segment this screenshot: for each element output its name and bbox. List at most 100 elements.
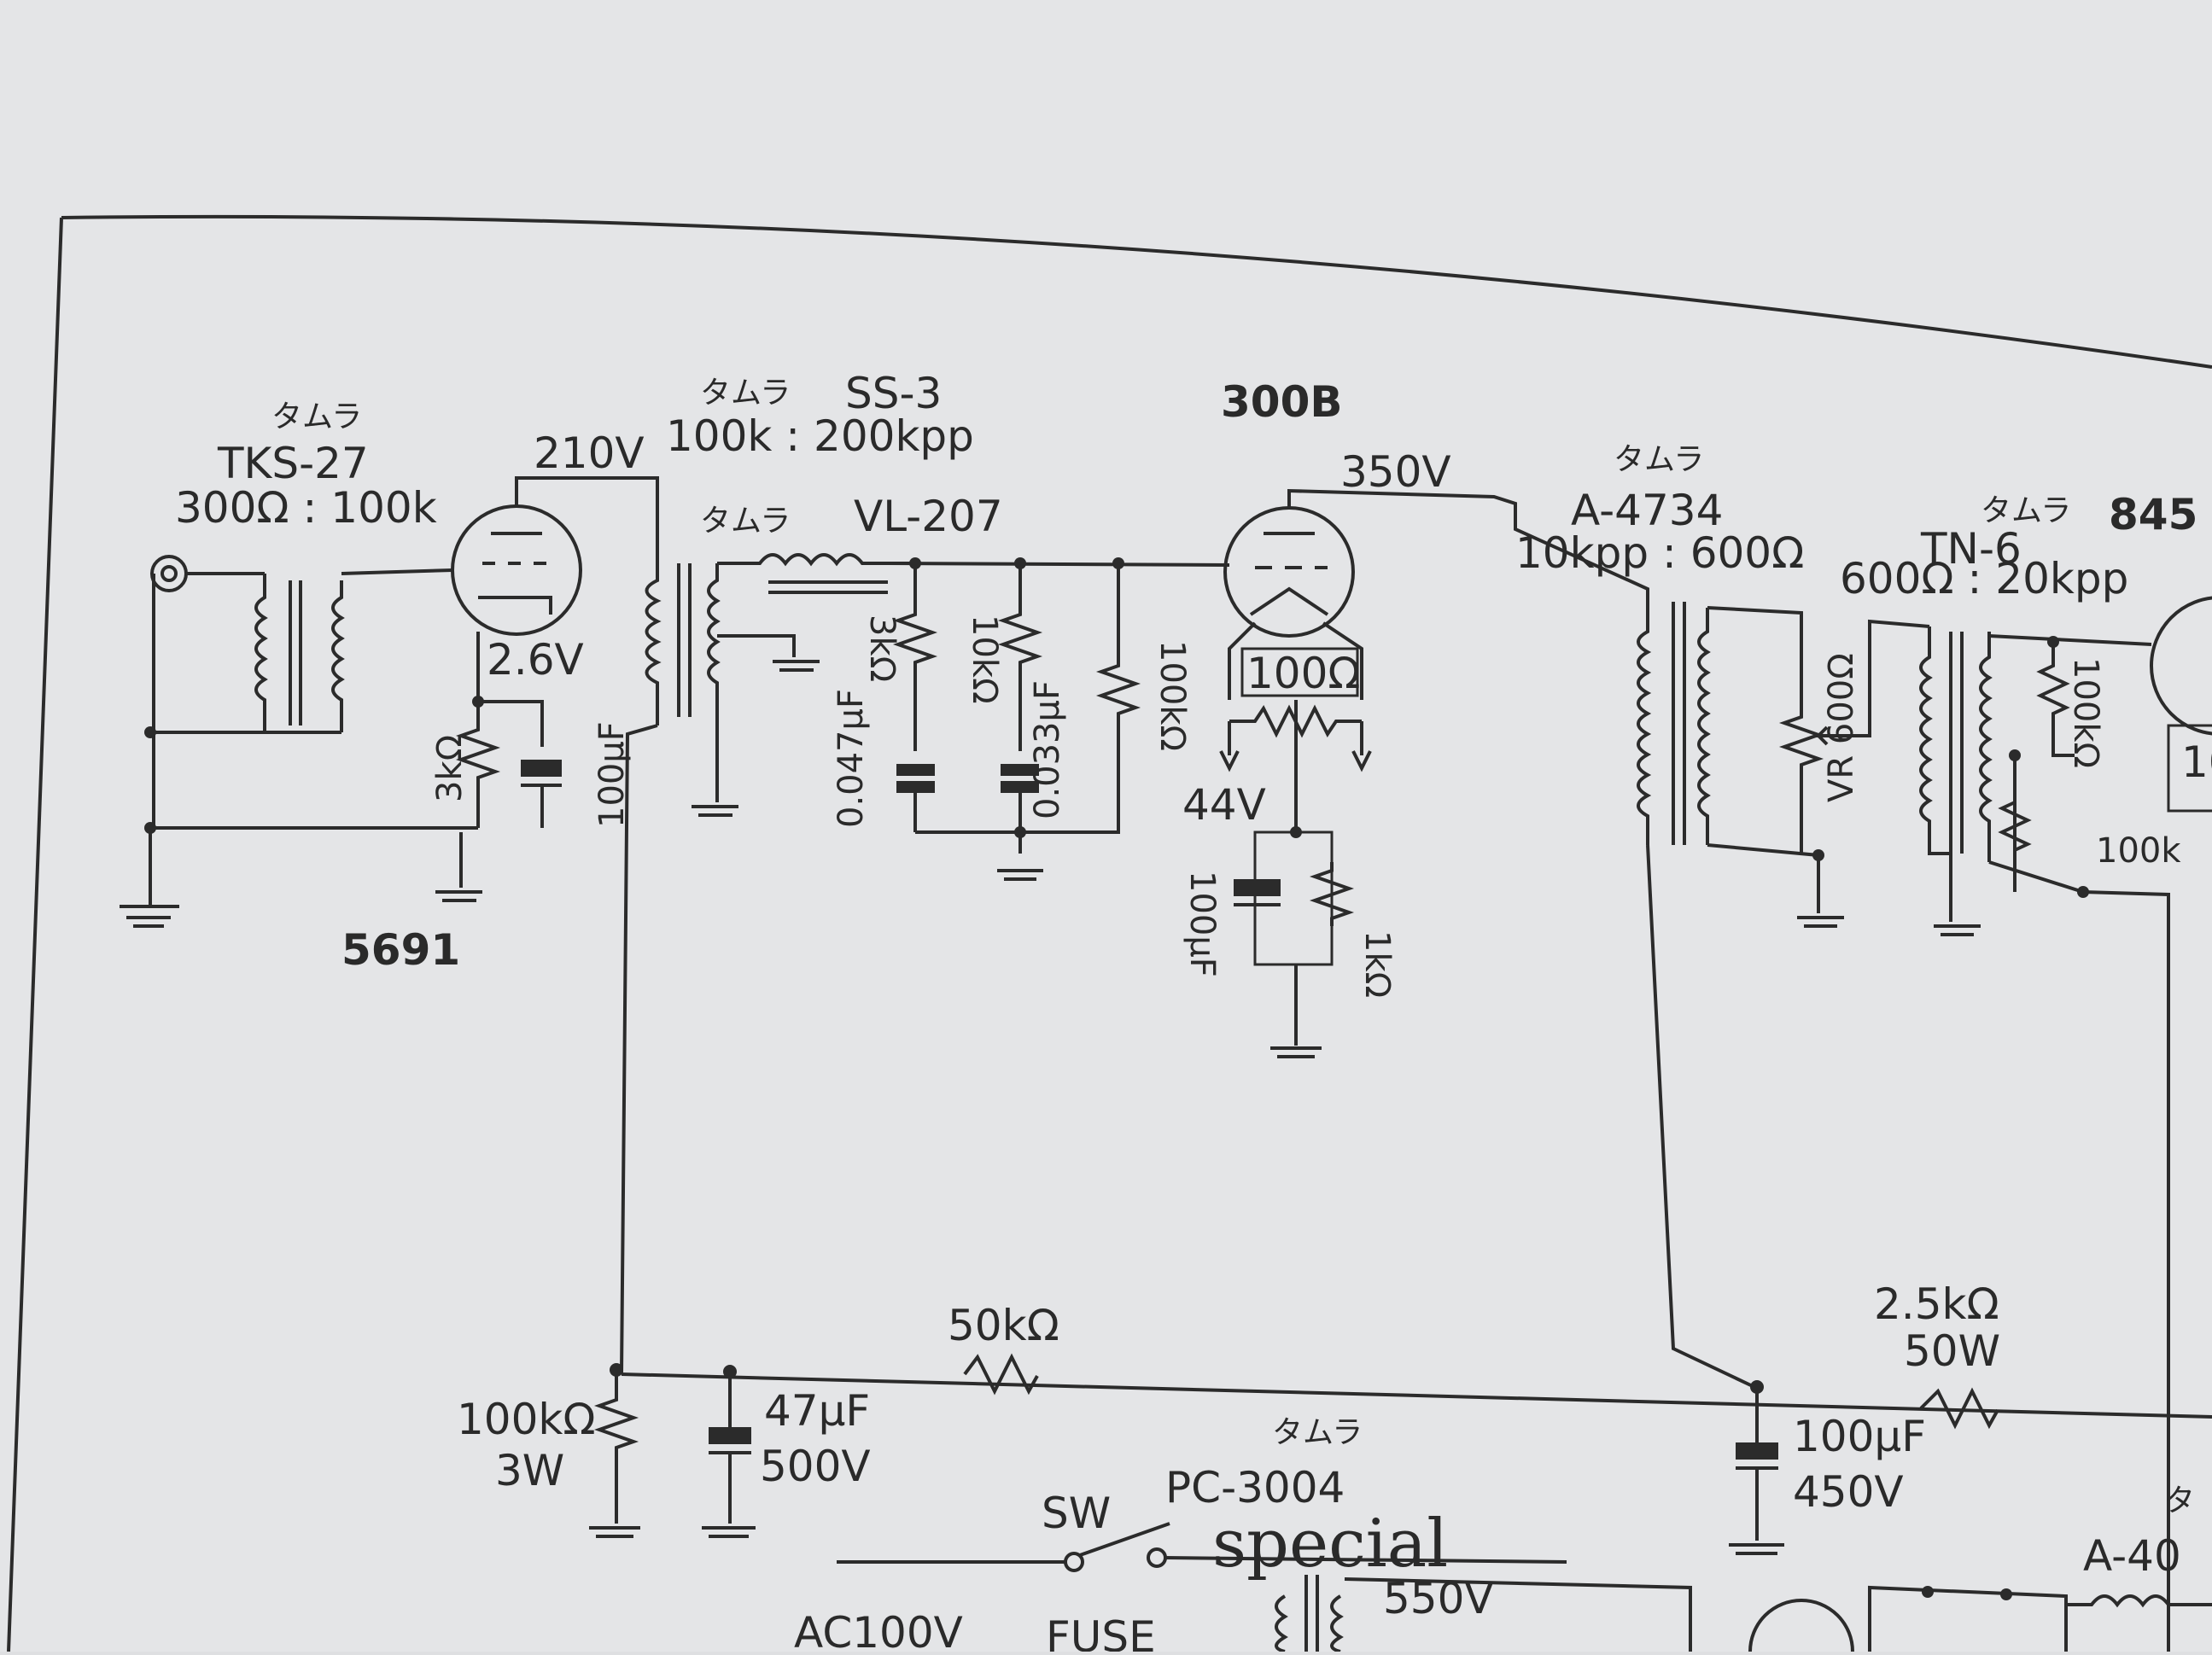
tube-5691-label: 5691 [341, 925, 460, 975]
junction-dot [2009, 749, 2021, 761]
ground-symbol [1934, 924, 1981, 936]
tn6-resistor-100k-lower [1998, 755, 2032, 892]
bleeder-label-line1: 100kΩ [457, 1395, 596, 1444]
cathode-cap-wire [478, 700, 544, 747]
cap-1-voltage: 500V [760, 1442, 871, 1491]
filter-r2-label: 10kΩ [965, 615, 1004, 704]
ground-symbol [1797, 916, 1844, 928]
cathode-capacitor [521, 760, 562, 828]
secondary-wire [1344, 1577, 1692, 1652]
fuse-label: FUSE [1046, 1612, 1156, 1652]
ground-symbol [1270, 1046, 1322, 1058]
tube-845-label: 845 [2109, 490, 2197, 539]
switch-to-transformer-wire [1164, 1556, 1567, 1564]
junction-dot [1812, 849, 1824, 861]
ground-symbol [702, 1526, 756, 1538]
b-plus-wire-300b [1646, 844, 1755, 1389]
filter-resistor-10k [997, 563, 1043, 751]
filter-c1-label: 0.047μF [832, 689, 871, 828]
power-transformer-pc3004 [1275, 1575, 1344, 1653]
filter-c2-label: 0.033μF [1028, 680, 1067, 819]
ground-symbol [589, 1526, 640, 1538]
vl207-model: VL-207 [854, 492, 1003, 541]
a4734-model: A-4734 [1571, 486, 1723, 535]
a4734-vr: VR 600Ω [1822, 653, 1861, 802]
tks27-ratio: 300Ω : 100k [175, 483, 437, 533]
tks27-model: TKS-27 [217, 439, 369, 488]
bias-network-box [1253, 830, 1334, 966]
ss3-tap-wire [717, 634, 796, 657]
switch-contact-left [1064, 1552, 1084, 1572]
bias-resistor-label: 1kΩ [1357, 930, 1397, 998]
secondary-voltage: 550V [1383, 1574, 1494, 1623]
bias-cap-label: 100μF [1182, 871, 1222, 977]
ground-symbol [997, 869, 1043, 881]
junction-dot [2077, 886, 2089, 898]
filter-cap-47uf [709, 1372, 751, 1524]
filter-cap-100uf [1736, 1387, 1778, 1541]
filament-pot-box [1240, 647, 1359, 697]
junction-dot [2000, 1588, 2012, 1600]
filament-leads [1228, 721, 1363, 755]
tks27-maker: タムラ [271, 399, 362, 434]
series-resistor-50k [963, 1353, 1039, 1396]
bias-cap-100uf [1234, 879, 1281, 906]
next-model-partial: A-40 [2083, 1531, 2181, 1581]
cap-2-value: 100μF [1793, 1412, 1926, 1461]
series-resistor-label: 50kΩ [948, 1301, 1059, 1350]
plate-wire-5691 [515, 476, 659, 555]
ground-symbol [773, 660, 820, 672]
input-transformer-tks27 [254, 574, 345, 732]
a4734-secondary-top [1707, 606, 1803, 708]
tube-300b-label: 300B [1221, 377, 1342, 427]
b-plus-wire-5691 [620, 724, 658, 1375]
grid-bus-300b [887, 562, 1230, 567]
filament-arrows [1219, 750, 1372, 772]
tn6-model: TN-6 [1920, 524, 2022, 574]
next-maker-partial: タ [2164, 1483, 2195, 1518]
cathode-resistor-label: 3kΩ [430, 735, 470, 802]
cathode-voltage-5691: 2.6V [487, 635, 584, 685]
junction-dot [1014, 826, 1026, 838]
bleeder-label-line2: 3W [495, 1446, 564, 1495]
a4734-maker: タムラ [1614, 442, 1704, 477]
cap-2-voltage: 450V [1793, 1467, 1904, 1517]
vl207-maker: タムラ [700, 504, 791, 539]
bias-resistor-1k [1309, 862, 1355, 926]
filter-r3-label: 100kΩ [1153, 640, 1192, 751]
tube-845-partial-label: 10 [2181, 737, 2212, 787]
filter-resistor-3k [892, 563, 938, 751]
ground-symbol [435, 890, 482, 902]
tn6-r1-label: 100kΩ [2066, 657, 2105, 768]
a4734-ratio: 10kpp : 600Ω [1515, 528, 1804, 578]
vr-to-tn6-wire [1836, 619, 1930, 737]
switch-lever[interactable] [1079, 1522, 1170, 1557]
transformer-tn6 [1919, 626, 1993, 922]
grid-wire [341, 568, 453, 575]
bias-voltage-300b: 44V [1182, 780, 1266, 830]
r-2-5k-power-label: 50W [1904, 1326, 2000, 1376]
ss3-ratio: 100k : 200kpp [666, 411, 974, 461]
interstage-transformer-ss3 [645, 555, 721, 726]
plate-wire-300b [1287, 488, 1649, 608]
choke-partial [2066, 1594, 2212, 1608]
ground-symbol [1729, 1543, 1784, 1555]
pc3004-note: special [1212, 1506, 1448, 1582]
filter-cap-0033 [1001, 764, 1039, 854]
ground-symbol [692, 805, 738, 817]
filter-r1-label: 3kΩ [862, 615, 902, 682]
frame-top-edge [61, 214, 2212, 369]
frame-left-edge [7, 217, 63, 1652]
plate-voltage-300b: 350V [1340, 447, 1451, 497]
plate-voltage-5691: 210V [534, 428, 645, 478]
pc3004-model: PC-3004 [1165, 1463, 1345, 1512]
cathode-resistor-3k [455, 717, 501, 828]
rectifier-wires [1868, 1585, 2068, 1652]
tn6-resistor-100k [2036, 642, 2075, 757]
tube-845-partial [2150, 596, 2212, 813]
filter-cap-0047 [896, 764, 935, 832]
junction-dot [1922, 1586, 1934, 1598]
